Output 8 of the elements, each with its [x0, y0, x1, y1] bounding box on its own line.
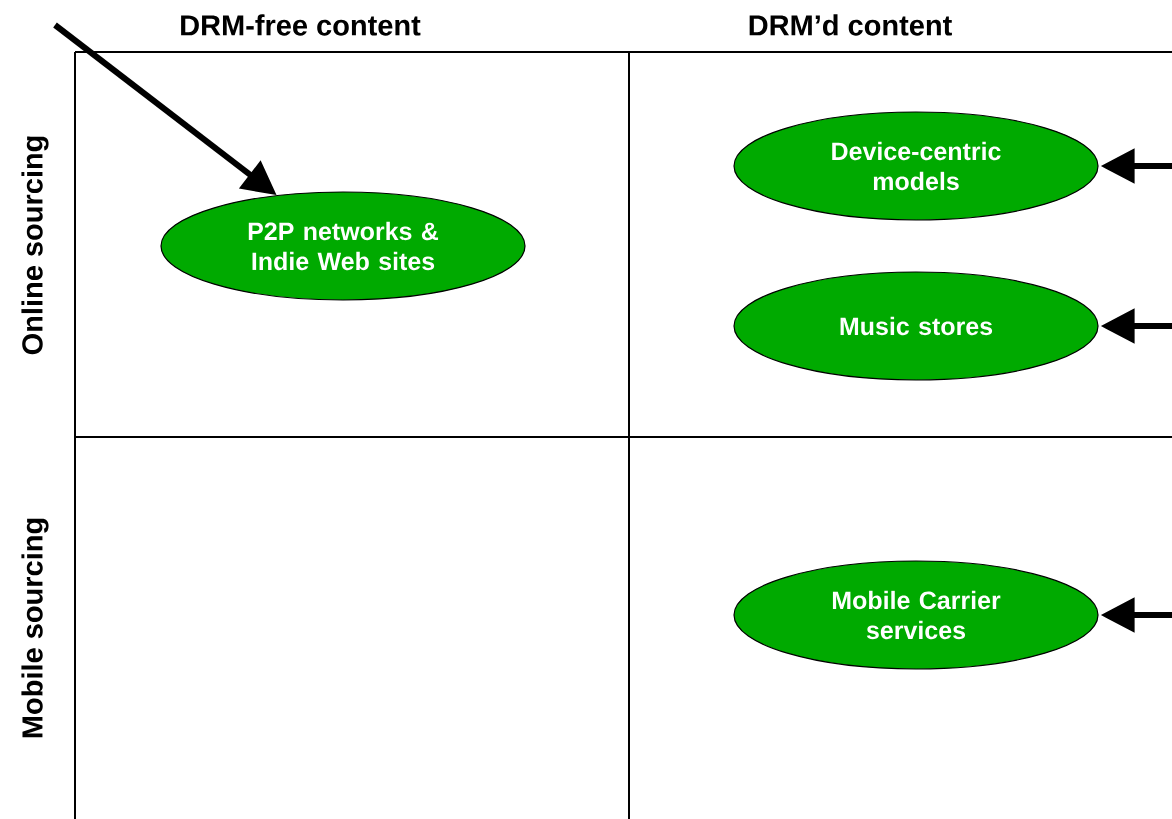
column-header: DRM-free content: [181, 14, 421, 36]
row-header: Online sourcing: [21, 136, 49, 355]
ellipse-node: Music stores: [733, 271, 1099, 381]
ellipse-node: Device-centric models: [733, 111, 1099, 221]
ellipse-node: Mobile Carrier services: [733, 560, 1099, 670]
column-header: DRM’d content: [749, 14, 952, 36]
ellipse-node: P2P networks & Indie Web sites: [160, 191, 526, 301]
row-header: Mobile sourcing: [21, 518, 49, 738]
